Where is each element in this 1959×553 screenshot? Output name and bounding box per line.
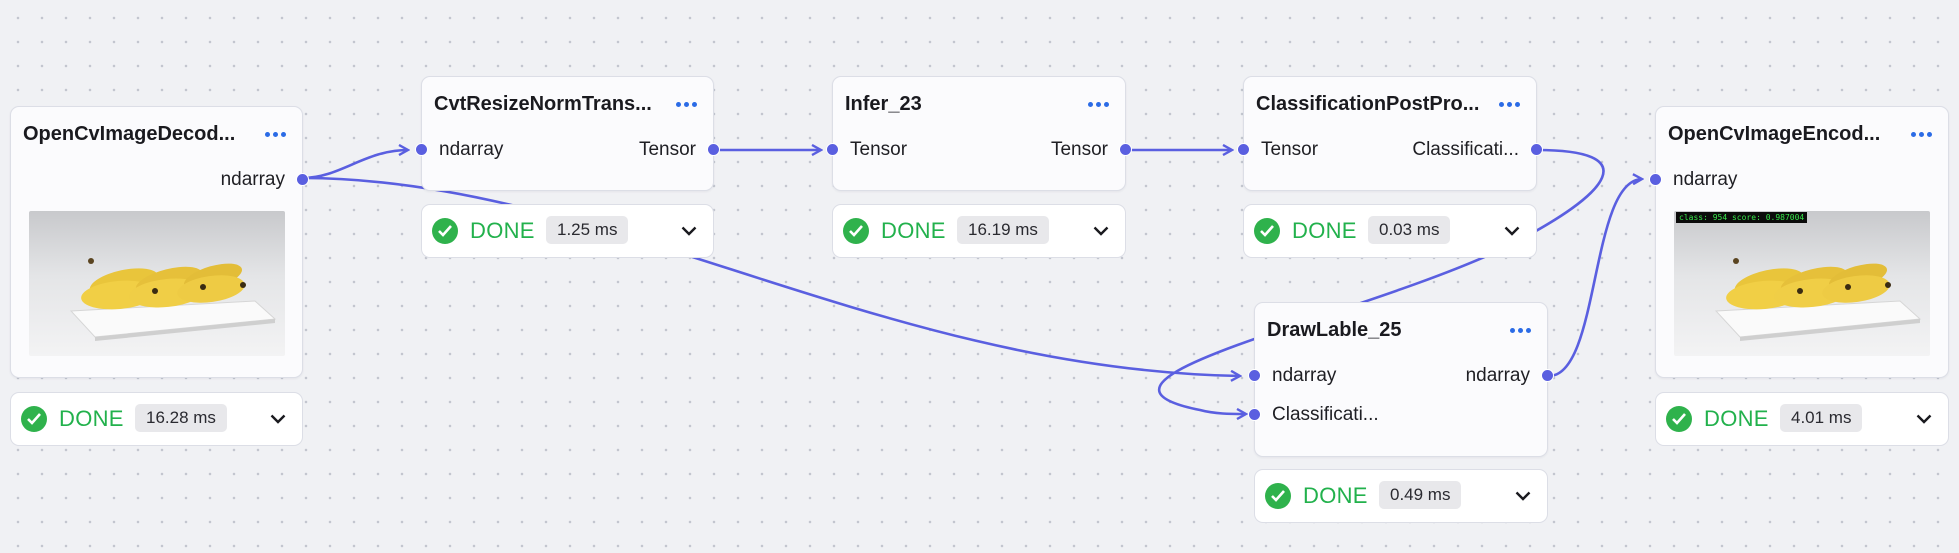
input-port[interactable] — [826, 143, 839, 156]
node-classification-postprocess[interactable]: ClassificationPostPro... Tensor Classifi… — [1237, 76, 1543, 191]
input-port-label: ndarray — [439, 139, 504, 160]
status-text: DONE — [470, 218, 535, 243]
input-port[interactable] — [1649, 173, 1662, 186]
node-image-decode[interactable]: OpenCvImageDecod... ndarray — [10, 106, 309, 378]
edge-draw-to-encode[interactable] — [1548, 179, 1642, 378]
node-infer[interactable]: Infer_23 Tensor Tensor — [826, 76, 1132, 191]
duration-badge: 0.49 ms — [1379, 481, 1462, 509]
node-title: ClassificationPostPro... — [1256, 92, 1480, 115]
node-header: OpenCvImageEncod... — [1668, 119, 1936, 149]
chevron-down-icon[interactable] — [270, 411, 286, 429]
port-row: ndarray ndarray — [1248, 363, 1554, 389]
output-port[interactable] — [1541, 369, 1554, 382]
output-port[interactable] — [707, 143, 720, 156]
output-port[interactable] — [1119, 143, 1132, 156]
node-header: CvtResizeNormTrans... — [434, 89, 701, 119]
edge-decode-to-resize[interactable] — [302, 150, 408, 180]
output-port-label: ndarray — [1465, 365, 1530, 386]
node-title: OpenCvImageDecod... — [23, 122, 236, 145]
output-port[interactable] — [296, 173, 309, 186]
output-port-row: ndarray — [11, 167, 309, 193]
node-status-panel: DONE 16.19 ms — [832, 204, 1126, 258]
output-port-label: Classificati... — [1412, 139, 1519, 160]
input-port-label: ndarray — [1673, 169, 1738, 190]
bananas-image — [69, 258, 277, 341]
input-port-label: Tensor — [850, 139, 908, 160]
check-circle-icon — [1666, 406, 1692, 432]
more-horizontal-icon[interactable] — [1084, 98, 1113, 111]
status-text: DONE — [1704, 406, 1769, 431]
duration-badge: 4.01 ms — [1780, 404, 1863, 432]
classification-overlay-label: class: 954 score: 0.987004 — [1676, 212, 1808, 223]
node-header: ClassificationPostPro... — [1256, 89, 1524, 119]
check-circle-icon — [1254, 218, 1280, 244]
preview-image: class: 954 score: 0.987004 — [1674, 211, 1930, 356]
check-circle-icon — [1265, 483, 1291, 509]
chevron-down-icon[interactable] — [681, 223, 697, 241]
check-circle-icon — [843, 218, 869, 244]
duration-badge: 16.19 ms — [957, 216, 1049, 244]
output-port-label: Tensor — [1050, 139, 1108, 160]
input-port-label: Classificati... — [1272, 404, 1379, 425]
input-port[interactable] — [1237, 143, 1250, 156]
node-status-panel: DONE 1.25 ms — [421, 204, 714, 258]
output-port[interactable] — [1530, 143, 1543, 156]
status-text: DONE — [59, 406, 124, 431]
node-title: Infer_23 — [845, 92, 922, 115]
node-status-panel: DONE 0.49 ms — [1254, 469, 1548, 523]
chevron-down-icon[interactable] — [1504, 223, 1520, 241]
duration-badge: 1.25 ms — [546, 216, 629, 244]
node-title: OpenCvImageEncod... — [1668, 122, 1881, 145]
duration-badge: 0.03 ms — [1368, 216, 1451, 244]
chevron-down-icon[interactable] — [1916, 411, 1932, 429]
more-horizontal-icon[interactable] — [672, 98, 701, 111]
more-horizontal-icon[interactable] — [261, 128, 290, 141]
input-port-row: ndarray — [1649, 167, 1948, 193]
node-status-panel: DONE 0.03 ms — [1243, 204, 1537, 258]
node-title: CvtResizeNormTrans... — [434, 92, 652, 115]
node-resize-norm[interactable]: CvtResizeNormTrans... ndarray Tensor — [415, 76, 720, 191]
node-image-encode[interactable]: OpenCvImageEncod... ndarray clas — [1649, 106, 1949, 378]
preview-image — [29, 211, 285, 356]
node-title: DrawLable_25 — [1267, 318, 1402, 341]
port-row: ndarray Tensor — [415, 137, 720, 163]
node-header: OpenCvImageDecod... — [23, 119, 290, 149]
status-text: DONE — [881, 218, 946, 243]
check-circle-icon — [21, 406, 47, 432]
bananas-image — [1714, 258, 1922, 341]
chevron-down-icon[interactable] — [1515, 488, 1531, 506]
input-port[interactable] — [415, 143, 428, 156]
duration-badge: 16.28 ms — [135, 404, 227, 432]
more-horizontal-icon[interactable] — [1907, 128, 1936, 141]
node-status-panel: DONE 4.01 ms — [1655, 392, 1949, 446]
input-port[interactable] — [1248, 369, 1261, 382]
node-header: Infer_23 — [845, 89, 1113, 119]
input-port-label: Tensor — [1261, 139, 1319, 160]
chevron-down-icon[interactable] — [1093, 223, 1109, 241]
node-header: DrawLable_25 — [1267, 315, 1535, 345]
port-row: Tensor Classificati... — [1237, 137, 1543, 163]
input-port-label: ndarray — [1272, 365, 1337, 386]
node-draw-label[interactable]: DrawLable_25 ndarray ndarray Classificat… — [1248, 302, 1554, 457]
check-circle-icon — [432, 218, 458, 244]
output-port-label: Tensor — [638, 139, 696, 160]
input-port[interactable] — [1248, 408, 1261, 421]
output-port-label: ndarray — [220, 169, 285, 190]
more-horizontal-icon[interactable] — [1506, 324, 1535, 337]
node-status-panel: DONE 16.28 ms — [10, 392, 303, 446]
port-row: Classificati... — [1248, 402, 1547, 428]
port-row: Tensor Tensor — [826, 137, 1132, 163]
more-horizontal-icon[interactable] — [1495, 98, 1524, 111]
status-text: DONE — [1303, 483, 1368, 508]
status-text: DONE — [1292, 218, 1357, 243]
